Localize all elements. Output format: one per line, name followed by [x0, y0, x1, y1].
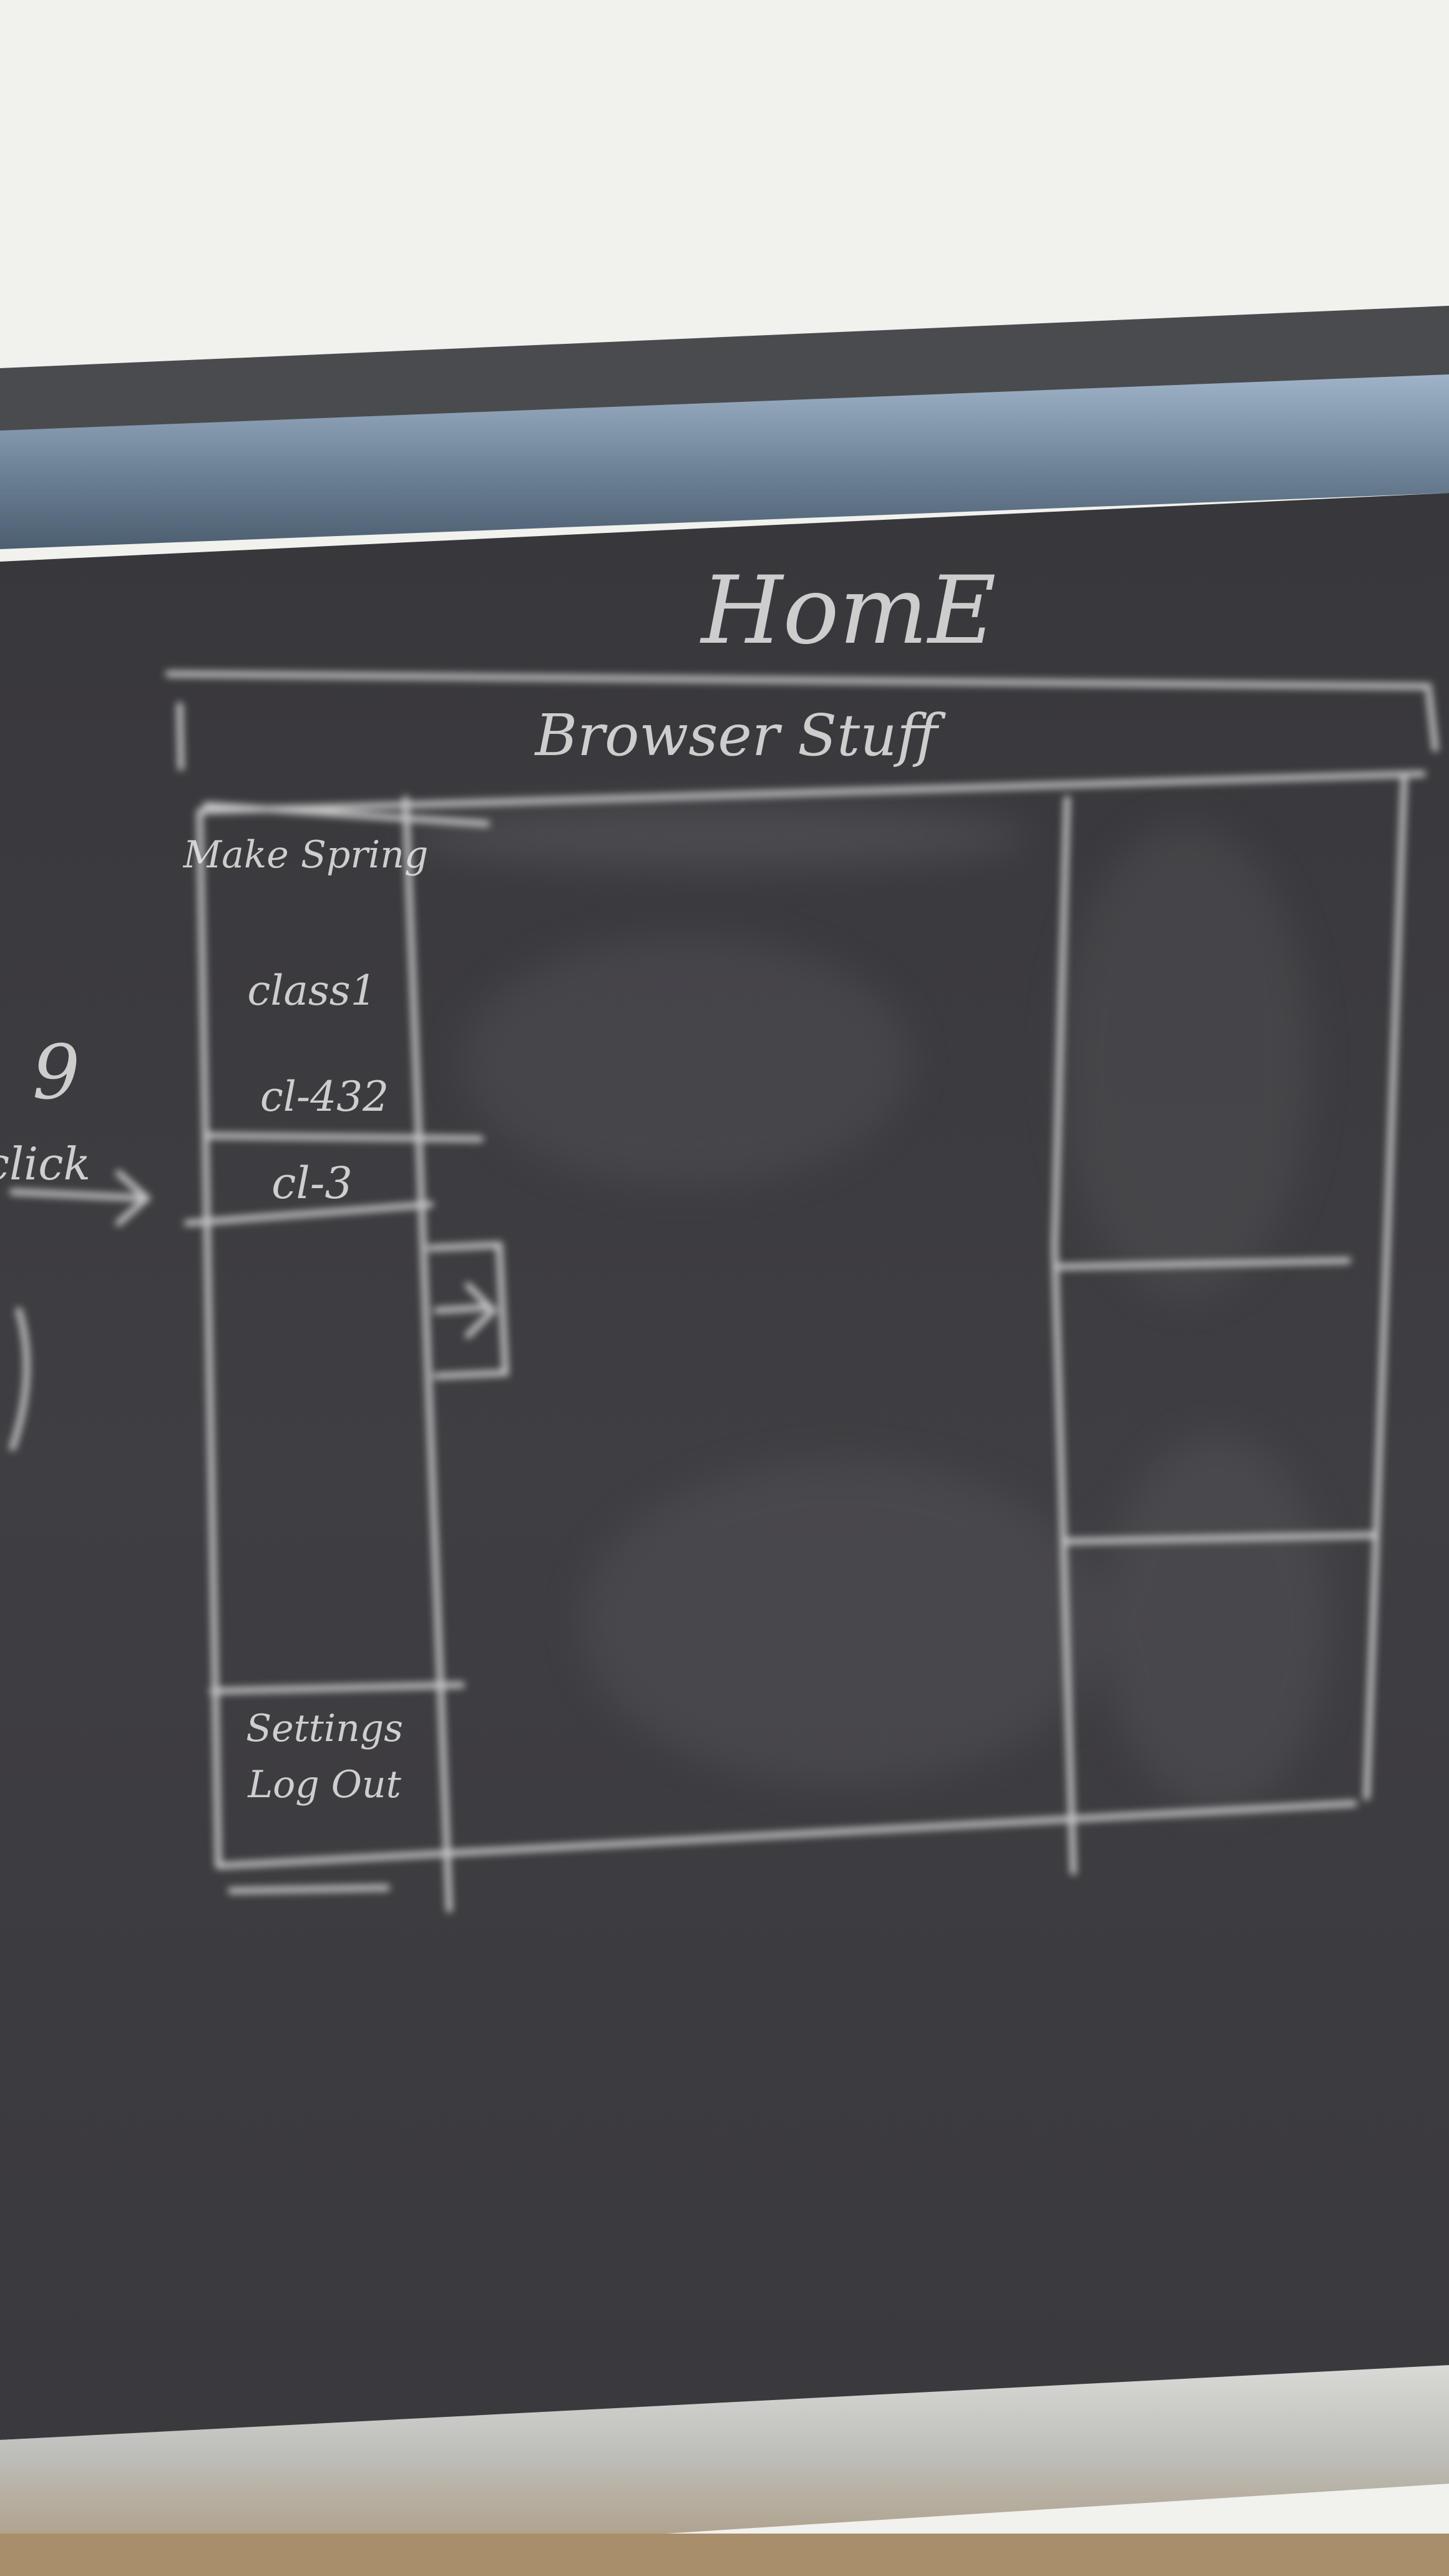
margin-curve: [9, 1307, 30, 1451]
collapse-toggle-outline: [427, 1241, 509, 1379]
board-title: HomE: [700, 557, 997, 665]
right-panel-divider: [1051, 796, 1076, 1875]
margin-arrow: [9, 1170, 152, 1226]
window-bottom-line: [215, 1800, 1357, 1869]
browser-bar-left-edge: [177, 702, 184, 771]
margin-note-click: click: [0, 1138, 90, 1190]
browser-bar-top-line: [165, 671, 1432, 690]
sidebar-item-cl-432: cl-432: [260, 1073, 389, 1121]
window-right-line: [1364, 777, 1407, 1800]
sidebar-right-line: [402, 796, 452, 1913]
sidebar-top-line: [203, 802, 490, 827]
browser-bar-right-edge: [1426, 690, 1438, 752]
collapse-toggle-arrow: [434, 1282, 498, 1339]
wireframe-sketch: [9, 671, 1438, 1913]
wall-bottom: [0, 2534, 1449, 2576]
sidebar-settings-label: Settings: [246, 1707, 403, 1750]
sidebar-item-cl-3: cl-3: [271, 1158, 353, 1209]
chalk-tray: [0, 2365, 1449, 2576]
board-frame-top: [0, 374, 1449, 549]
margin-note-fragment: 9: [32, 1030, 80, 1116]
sidebar-divider-bottom: [209, 1682, 465, 1694]
sidebar-item-make-spring: Make Spring: [183, 833, 429, 877]
right-panel-split-2: [1064, 1532, 1376, 1544]
browser-bar-label: Browser Stuff: [534, 702, 946, 769]
sidebar-bottom-line: [228, 1885, 390, 1894]
right-panel-split-1: [1058, 1257, 1351, 1270]
sidebar-divider-1: [203, 1133, 484, 1142]
erased-smudges: [406, 805, 1329, 1810]
sidebar-divider-2: [184, 1201, 434, 1226]
sidebar-logout-label: Log Out: [247, 1763, 401, 1807]
sidebar-item-class1: class1: [247, 967, 376, 1015]
